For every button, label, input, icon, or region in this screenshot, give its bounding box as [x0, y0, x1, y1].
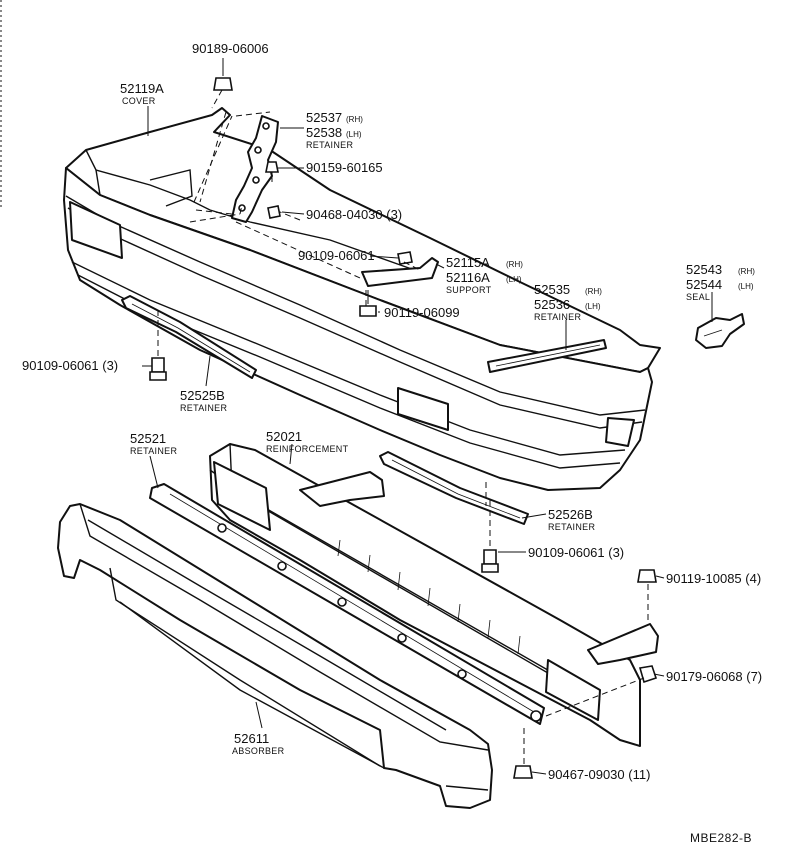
assembly-lines: [189, 111, 645, 717]
part-number-rh: 52537: [306, 110, 342, 125]
part-number: 90119-06099: [384, 305, 460, 320]
part-number-rh: 52115A: [446, 255, 490, 270]
suffix-lh: (LH): [346, 130, 362, 139]
part-number: 52525B: [180, 388, 225, 403]
part-number: 52611: [234, 731, 269, 746]
callout-90468-04030: 90468-04030 (3): [306, 207, 402, 222]
suffix-rh: (RH): [346, 115, 363, 124]
callout-52543: 52543 (RH) 52544 (LH) SEAL: [686, 262, 755, 302]
part-number-lh: 52116A: [446, 270, 490, 285]
callout-90109-06061-left: 90109-06061 (3): [22, 358, 118, 373]
part-description: SEAL: [686, 292, 710, 302]
retainer-52525b-drawing: [121, 295, 257, 379]
bolt-90119-06099-drawing: [359, 290, 377, 317]
part-description: RETAINER: [548, 522, 595, 532]
suffix-rh: (RH): [738, 267, 755, 276]
nut-90467-drawing: [513, 728, 533, 779]
callout-90189-06006: 90189-06006: [192, 41, 269, 56]
callout-90109-06061-right: 90109-06061 (3): [528, 545, 624, 560]
part-description: REINFORCEMENT: [266, 444, 349, 454]
part-number: 90119-10085 (4): [666, 571, 761, 586]
callout-52526b: 52526B RETAINER: [548, 507, 595, 532]
seal-52543-drawing: [695, 313, 745, 349]
part-number: 90109-06061 (3): [528, 545, 624, 560]
part-number: 90109-06061: [298, 248, 375, 263]
callout-52525b: 52525B RETAINER: [180, 388, 227, 413]
part-number: 52526B: [548, 507, 593, 522]
callout-52611: 52611 ABSORBER: [232, 731, 285, 756]
callout-90119-10085: 90119-10085 (4): [666, 571, 761, 586]
part-number: 90109-06061 (3): [22, 358, 118, 373]
suffix-lh: (LH): [585, 302, 601, 311]
part-number: 90179-06068 (7): [666, 669, 762, 684]
part-number-lh: 52538: [306, 125, 342, 140]
retainer-52537-drawing: [231, 115, 279, 223]
callout-52537: 52537 (RH) 52538 (LH) RETAINER: [306, 110, 363, 150]
diagram-code: MBE282-B: [690, 831, 752, 845]
retainer-52521-drawing: [149, 483, 545, 725]
bolt-90109-right-drawing: [481, 500, 499, 573]
callout-90159-60165: 90159-60165: [306, 160, 383, 175]
support-52115a-drawing: [361, 251, 439, 287]
retainer-52526b-drawing: [379, 451, 529, 525]
part-number: 90189-06006: [192, 41, 269, 56]
bolt-90109-left-drawing: [149, 310, 167, 381]
callout-90109-06061-a: 90109-06061: [298, 248, 375, 263]
callout-52115a: 52115A (RH) 52116A (LH) SUPPORT: [446, 255, 523, 295]
callout-52119a: 52119A COVER: [120, 81, 164, 106]
part-number-rh: 52543: [686, 262, 722, 277]
bumper-cover-drawing: [63, 107, 661, 491]
part-number-lh: 52536: [534, 297, 570, 312]
suffix-rh: (RH): [585, 287, 602, 296]
callout-52535: 52535 (RH) 52536 (LH) RETAINER: [534, 282, 602, 322]
part-number: 90467-09030 (11): [548, 767, 650, 782]
suffix-lh: (LH): [506, 275, 522, 284]
part-description: RETAINER: [180, 403, 227, 413]
part-description: RETAINER: [130, 446, 177, 456]
callout-52021: 52021 REINFORCEMENT: [266, 429, 349, 454]
nut-90468-drawing: [267, 205, 281, 219]
part-number: 52021: [266, 429, 302, 444]
callout-90467-09030: 90467-09030 (11): [548, 767, 650, 782]
part-number-rh: 52535: [534, 282, 570, 297]
part-number: 52521: [130, 431, 166, 446]
absorber-52611-drawing: [57, 503, 493, 809]
part-description: COVER: [122, 96, 156, 106]
clip-90189-drawing: [211, 77, 233, 109]
callout-90179-06068: 90179-06068 (7): [666, 669, 762, 684]
reinforcement-52021-drawing: [209, 443, 659, 747]
part-description: ABSORBER: [232, 746, 285, 756]
part-number: 90159-60165: [306, 160, 383, 175]
part-description: SUPPORT: [446, 285, 492, 295]
part-number-lh: 52544: [686, 277, 722, 292]
suffix-rh: (RH): [506, 260, 523, 269]
part-description: RETAINER: [306, 140, 353, 150]
callout-90119-06099: 90119-06099: [384, 305, 460, 320]
bolt-90119-10085-drawing: [637, 569, 657, 620]
suffix-lh: (LH): [738, 282, 754, 291]
part-description: RETAINER: [534, 312, 581, 322]
callout-52521: 52521 RETAINER: [130, 431, 177, 456]
leader-lines: [142, 58, 713, 775]
part-number: 52119A: [120, 81, 164, 96]
nut-90179-drawing: [638, 665, 658, 684]
screw-90159-drawing: [265, 161, 279, 182]
part-number: 90468-04030 (3): [306, 207, 402, 222]
